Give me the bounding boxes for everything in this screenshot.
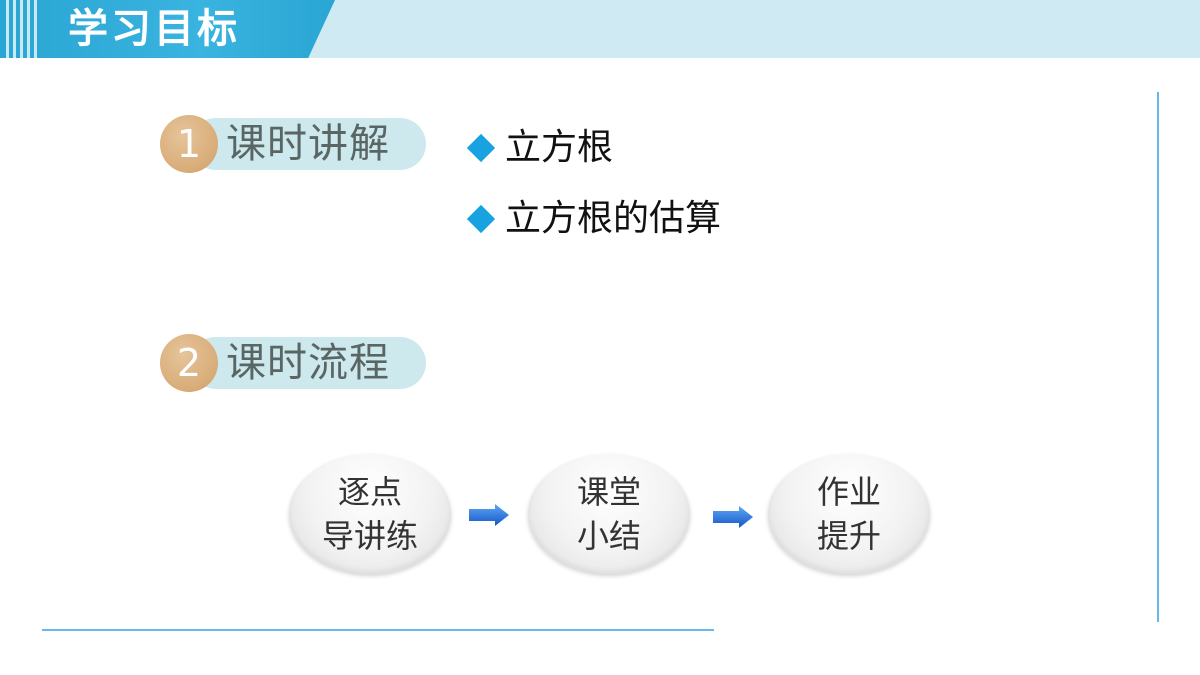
section-pill (190, 118, 426, 170)
section-number: 1 (160, 115, 218, 173)
bullet-text: 立方根 (505, 127, 614, 168)
bullet-item: 立方根的估算 (466, 199, 721, 239)
section-lecture: 1 课时讲解 (160, 115, 426, 173)
section-flow: 2 课时流程 (160, 334, 426, 392)
flow-node-line: 作业 (816, 473, 881, 511)
flow-node-line: 提升 (816, 517, 881, 555)
diamond-bullet-icon (466, 133, 496, 163)
section-label: 课时流程 (226, 340, 390, 386)
flow-node-homework: 作业 提升 (768, 454, 930, 574)
right-arrow-icon (469, 504, 509, 526)
bullet-item: 立方根 (466, 128, 613, 168)
flow-node-line: 逐点 (337, 473, 402, 511)
bullet-text: 立方根的估算 (505, 198, 722, 239)
title-stripes (6, 0, 46, 58)
section-label: 课时讲解 (226, 121, 390, 167)
section-pill (190, 337, 426, 389)
right-divider-line (1157, 92, 1159, 622)
right-arrow-icon (713, 506, 753, 528)
section-number: 2 (160, 334, 218, 392)
flow-node-summary: 课堂 小结 (528, 454, 690, 574)
flow-node-line: 小结 (576, 517, 641, 555)
title-tab: 学习目标 (0, 0, 335, 58)
page-title: 学习目标 (68, 6, 240, 52)
bottom-divider-line (42, 629, 714, 631)
flow-node-line: 导讲练 (321, 517, 418, 555)
flow-node-line: 课堂 (576, 473, 641, 511)
flow-node-practice: 逐点 导讲练 (289, 454, 451, 574)
diamond-bullet-icon (466, 204, 496, 234)
